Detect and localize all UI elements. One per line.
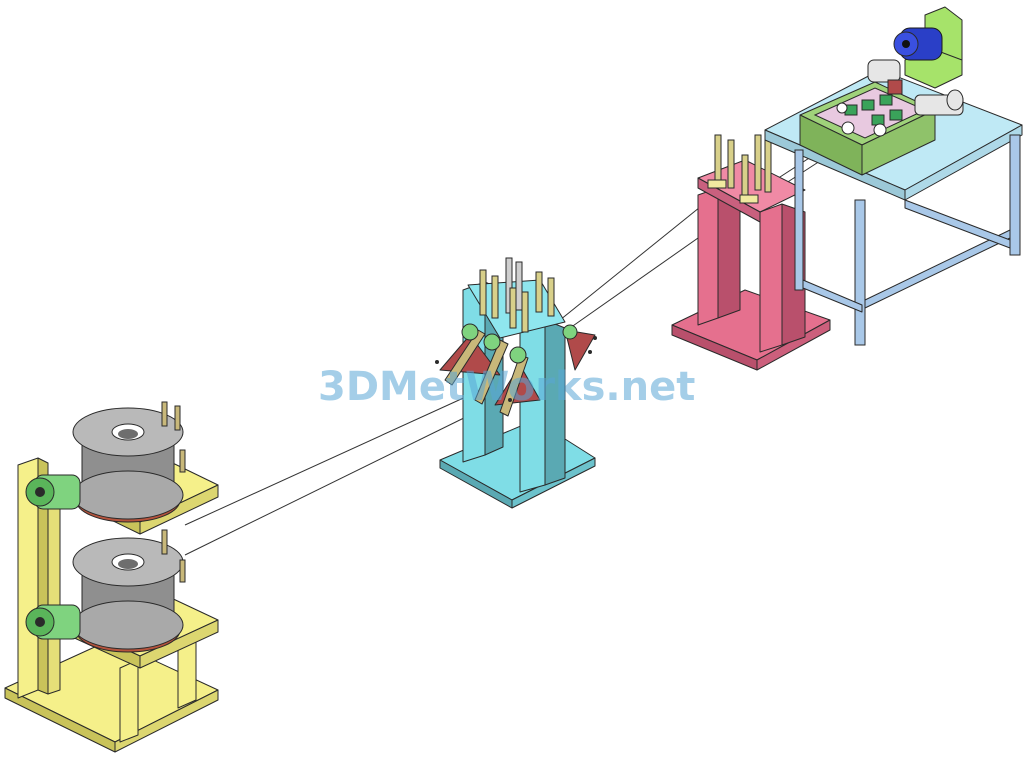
spool-icon: [72, 537, 184, 653]
work-table: [764, 6, 1023, 346]
motor-icon: [25, 474, 81, 510]
roller-icon: [461, 323, 578, 364]
guide-stand: [671, 134, 831, 371]
watermark-text: 3DMetWorks.net: [318, 364, 695, 410]
payoff-stand: [4, 401, 219, 753]
dancer-arm: [444, 329, 486, 386]
control-box: [799, 81, 936, 176]
actuator-modules: [867, 59, 964, 116]
tension-stand: [435, 257, 597, 509]
motor-icon: [893, 6, 963, 89]
guide-posts: [714, 134, 772, 198]
guide-pins: [161, 401, 186, 583]
fan-plate: [564, 329, 596, 371]
dancer-arm: [499, 354, 529, 417]
guide-posts: [479, 257, 555, 333]
dancer-arm: [474, 339, 509, 405]
spool-icon: [72, 407, 184, 523]
guide-base-plate: [671, 289, 831, 361]
motor-icon: [25, 604, 81, 640]
roller-icon: [707, 179, 759, 204]
